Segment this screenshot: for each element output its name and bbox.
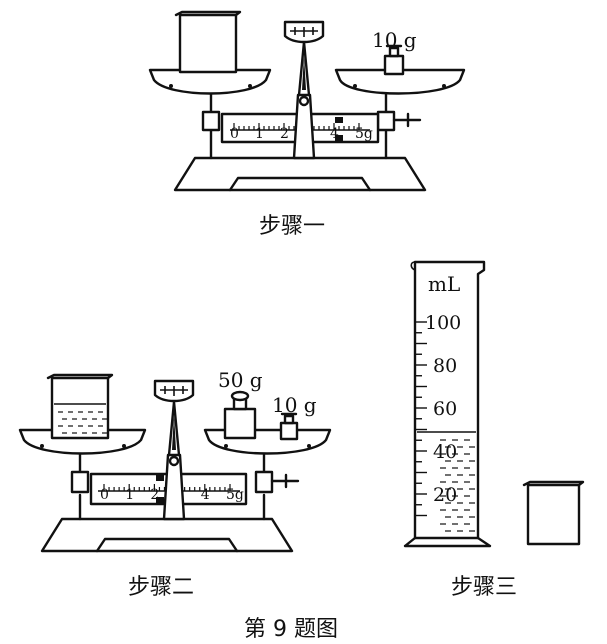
step1-caption: 步骤一	[259, 214, 325, 239]
rider-scale-label: 0	[230, 126, 239, 142]
left-knob	[201, 110, 221, 132]
right-pan	[203, 428, 332, 455]
cylinder-base	[403, 536, 492, 548]
step1-weight	[383, 54, 405, 76]
rider-scale-label: 5g	[355, 126, 373, 142]
cylinder-unit: mL	[428, 272, 460, 296]
left-knob	[70, 470, 90, 494]
step1-weight-label: 10 g	[372, 28, 417, 52]
cylinder-mark-label: 60	[433, 398, 457, 420]
step3-beaker	[526, 483, 581, 546]
rider-scale-label: 2	[150, 487, 159, 503]
cylinder-mark-label: 100	[425, 312, 461, 334]
rider	[156, 475, 164, 481]
cylinder-mark-label: 80	[433, 355, 457, 377]
rider-scale-label: 1	[125, 487, 134, 503]
step2-weight-10g-label: 10 g	[272, 393, 317, 417]
rider-scale-label: 2	[280, 126, 289, 142]
center-column	[162, 453, 186, 521]
cylinder-scale: 100 80 60 40 20	[415, 312, 461, 517]
step2-weight-10g	[279, 421, 299, 441]
balance-nut	[392, 112, 422, 128]
right-pan	[334, 68, 466, 95]
step3-caption: 步骤三	[451, 575, 517, 600]
step1-balance: 012345g 10 g 步骤一	[148, 10, 466, 239]
cylinder-mark-label: 40	[433, 441, 457, 463]
rider-scale-label: 0	[100, 487, 109, 503]
rider-scale-label: 1	[255, 126, 264, 142]
step1-beaker	[178, 13, 238, 74]
beaker-liquid	[58, 411, 107, 434]
step2-weight-50g-label: 50 g	[218, 368, 263, 392]
pointer	[167, 400, 181, 457]
right-knob	[376, 110, 396, 132]
balance-nut	[270, 473, 300, 489]
rider-scale-label: 4	[201, 487, 210, 503]
step2-weight-50g	[223, 407, 257, 440]
rider-scale-label: 5g	[226, 487, 244, 503]
step2-beaker	[50, 376, 110, 440]
figure-caption: 第 9 题图	[244, 617, 338, 642]
pointer	[297, 40, 311, 97]
rider-scale-label: 4	[330, 126, 339, 142]
step2-caption: 步骤二	[128, 575, 194, 600]
balance-base	[173, 156, 427, 192]
step2-balance: 012345g 50 g 10 g 步骤二	[18, 368, 332, 600]
rider	[335, 117, 343, 123]
step3-cylinder-group: 100 80 60 40 20 mL 步骤三	[403, 260, 585, 600]
left-pan	[148, 68, 272, 95]
cylinder-mark-label: 20	[433, 484, 457, 506]
right-knob	[254, 470, 274, 494]
cylinder-liquid	[440, 439, 475, 532]
balance-base	[40, 517, 294, 553]
center-column	[292, 93, 316, 160]
